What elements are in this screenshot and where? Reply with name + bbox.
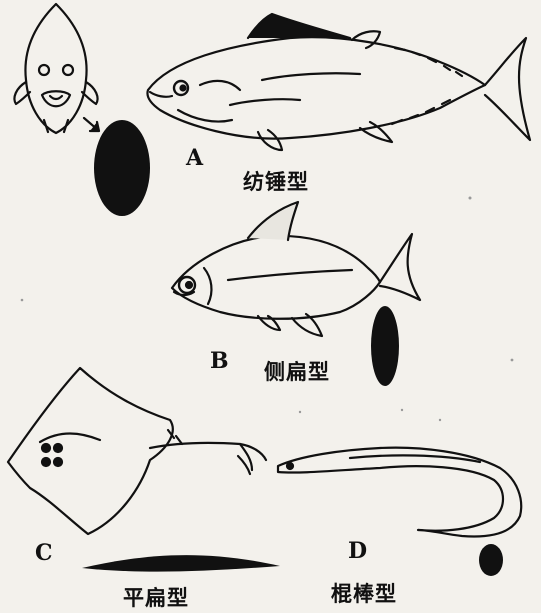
- cross-section-c: [82, 555, 280, 571]
- cross-section-b: [371, 306, 399, 386]
- front-view-fish-a: [14, 4, 97, 133]
- panel-a-caption: 纺锤型: [243, 166, 309, 196]
- panel-d-caption: 棍棒型: [331, 578, 397, 608]
- fish-a-fusiform: [148, 14, 531, 150]
- cross-section-a: [94, 120, 150, 216]
- panel-c-letter: C: [35, 540, 53, 566]
- panel-b-caption: 侧扁型: [264, 356, 330, 386]
- panel-c-caption: 平扁型: [123, 582, 189, 612]
- fish-d-elongated: [278, 448, 521, 537]
- panel-a-letter: A: [186, 145, 203, 171]
- panel-d-letter: D: [348, 538, 367, 564]
- arrow-a: [84, 118, 99, 131]
- fish-c-depressed: [8, 368, 266, 534]
- panel-b-letter: B: [210, 348, 229, 374]
- cross-section-d: [479, 544, 503, 576]
